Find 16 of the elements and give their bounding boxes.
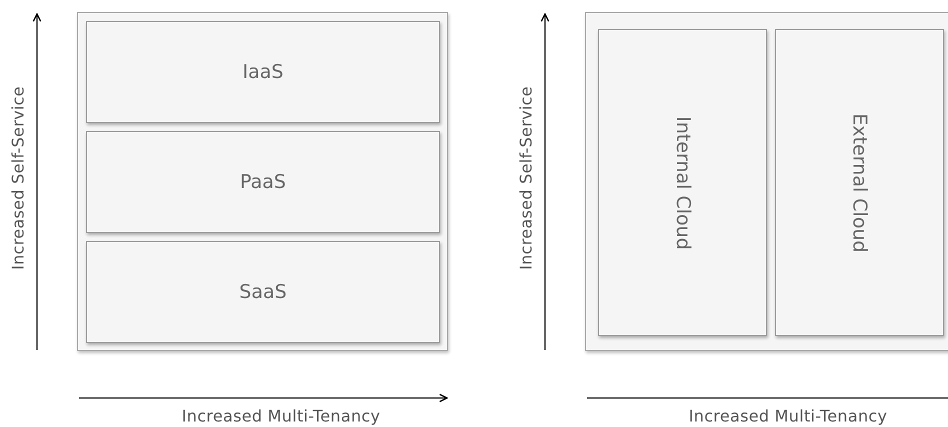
- layer-box: [86, 21, 440, 123]
- axis-label: Increased Multi-Tenancy: [688, 406, 888, 426]
- axis-label: Increased Self-Service: [516, 86, 536, 270]
- box-label: External Cloud: [848, 112, 870, 252]
- layer-box: [598, 29, 767, 336]
- layer-box: [86, 241, 440, 343]
- panel-background: [77, 12, 448, 351]
- box-label: Internal Cloud: [672, 116, 694, 250]
- panel-background: [585, 12, 948, 351]
- box-label: PaaS: [240, 171, 286, 193]
- layer-box: [86, 131, 440, 233]
- layer-box: [775, 29, 944, 336]
- box-label: IaaS: [242, 61, 284, 83]
- axis-label: Increased Multi-Tenancy: [182, 406, 380, 426]
- axis-label: Increased Self-Service: [8, 86, 28, 270]
- box-label: SaaS: [239, 281, 287, 303]
